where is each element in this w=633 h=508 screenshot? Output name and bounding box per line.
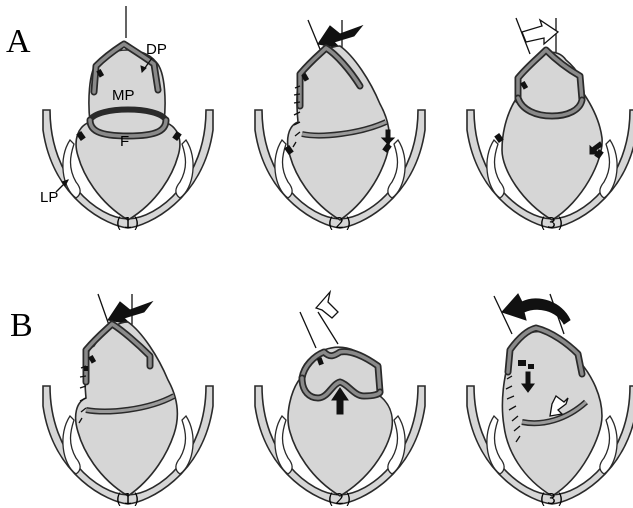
panel-b3: (3): [467, 294, 633, 508]
panel-label-b3: (3): [538, 490, 565, 508]
rotation-arrow-black: [318, 26, 362, 48]
label-f: F: [120, 133, 129, 150]
panel-label-a2: (2): [326, 214, 353, 232]
panel-b1: (1): [43, 294, 213, 508]
label-mp: MP: [112, 87, 135, 104]
panel-a1: DP MP F LP (1): [40, 6, 213, 232]
panel-a3: (3): [467, 18, 633, 232]
axis-line: [318, 312, 338, 344]
panel-b2: (2): [255, 292, 425, 508]
panel-label-a1: (1): [114, 214, 141, 232]
panel-label-a3: (3): [538, 214, 565, 232]
axis-line: [308, 20, 322, 54]
rotation-arrow-white: [522, 20, 558, 44]
row-label-a: A: [6, 23, 31, 60]
rotation-arrow-black: [108, 302, 152, 324]
rotation-arrow-black: [502, 294, 570, 324]
panel-label-b2: (2): [326, 490, 353, 508]
label-dp: DP: [146, 41, 167, 58]
panel-label-b1: (1): [114, 490, 141, 508]
row-label-b: B: [10, 307, 33, 344]
axis-line: [300, 312, 316, 348]
axis-line: [494, 296, 512, 334]
panel-a2: (2): [255, 20, 425, 232]
